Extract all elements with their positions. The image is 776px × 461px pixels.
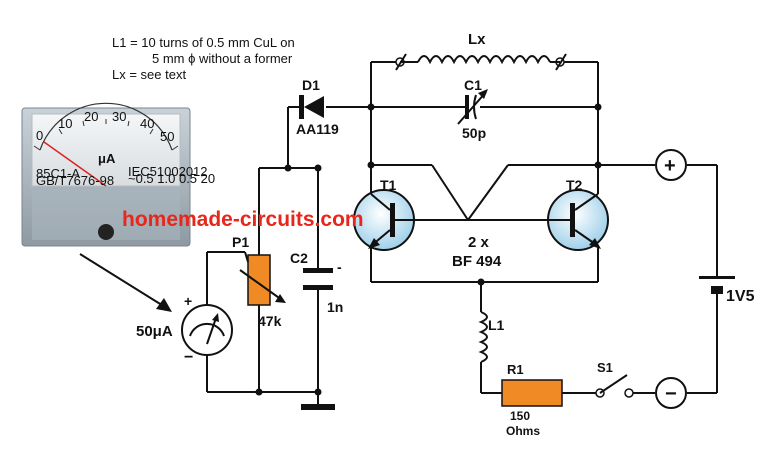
resistor-r1 bbox=[501, 379, 563, 407]
r1-label: R1 bbox=[507, 362, 524, 377]
positive-terminal: + bbox=[655, 149, 687, 181]
wires bbox=[206, 61, 718, 406]
t2-label: T2 bbox=[566, 177, 583, 193]
inductor-l1 bbox=[478, 311, 488, 363]
meter-photo: 0 10 20 30 40 50 μA 85C1-A GB/T7676-98 I… bbox=[21, 102, 215, 247]
inductor-lx bbox=[395, 53, 567, 71]
negative-terminal-sign: − bbox=[665, 383, 677, 405]
meter-small-text-2: GB/T7676-98 bbox=[36, 173, 114, 188]
meter-small-text-1: 85C1-A bbox=[36, 166, 80, 181]
l1-label: L1 bbox=[488, 317, 505, 333]
negative-terminal: − bbox=[655, 377, 687, 409]
c1-label: C1 bbox=[464, 77, 482, 93]
ground-symbol bbox=[301, 404, 335, 410]
s1-label: S1 bbox=[597, 360, 613, 375]
d1-label: D1 bbox=[302, 77, 320, 93]
positive-terminal-sign: + bbox=[664, 155, 676, 177]
battery-label: 1V5 bbox=[726, 288, 755, 305]
transistor-type: BF 494 bbox=[452, 253, 502, 270]
c2-minus: - bbox=[337, 259, 342, 275]
meter-minus: − bbox=[184, 349, 193, 366]
d1-value: AA119 bbox=[296, 121, 339, 137]
c1-value: 50p bbox=[462, 125, 486, 141]
switch-s1 bbox=[595, 374, 634, 398]
meter-scale-50: 50 bbox=[160, 129, 174, 144]
meter-scale-40: 40 bbox=[140, 116, 154, 131]
note-l1-line1: L1 = 10 turns of 0.5 mm CuL on bbox=[112, 35, 295, 50]
capacitor-c2 bbox=[303, 268, 333, 290]
watermark: homemade-circuits.com bbox=[122, 208, 364, 231]
meter-small-text-3: IEC51002012 bbox=[128, 164, 208, 179]
junction-dots bbox=[255, 103, 602, 396]
meter-scale-30: 30 bbox=[112, 109, 126, 124]
potentiometer-p1 bbox=[239, 251, 286, 306]
transistor-t2 bbox=[545, 165, 609, 251]
note-lx: Lx = see text bbox=[112, 67, 186, 82]
meter-zero-knob bbox=[98, 224, 114, 240]
lx-label: Lx bbox=[468, 31, 486, 48]
meter-small-text-4: ~0.5 1.0 0.5 20 bbox=[128, 171, 215, 186]
meter-plus: + bbox=[184, 293, 192, 309]
diode-d1 bbox=[299, 95, 324, 119]
meter-scale-20: 20 bbox=[84, 109, 98, 124]
r1-value-1: 150 bbox=[510, 409, 530, 423]
capacitor-c1 bbox=[457, 89, 488, 125]
meter-value: 50μA bbox=[136, 323, 173, 340]
battery bbox=[699, 276, 735, 294]
transistor-t1 bbox=[353, 165, 420, 251]
t1-label: T1 bbox=[380, 177, 397, 193]
meter-needle bbox=[43, 141, 107, 187]
meter-scale-0: 0 bbox=[36, 128, 43, 143]
pointer-arrowhead bbox=[156, 298, 172, 312]
pointer-arrow bbox=[79, 253, 166, 308]
p1-value: 47k bbox=[258, 313, 282, 329]
note-l1-line2: 5 mm ϕ without a former bbox=[152, 51, 293, 66]
meter-unit: μA bbox=[98, 151, 116, 166]
meter-scale-10: 10 bbox=[58, 116, 72, 131]
p1-label: P1 bbox=[232, 234, 249, 250]
c2-label: C2 bbox=[290, 250, 308, 266]
transistor-count: 2 x bbox=[468, 234, 490, 251]
meter-symbol bbox=[181, 304, 233, 356]
c2-value: 1n bbox=[327, 299, 343, 315]
r1-value-2: Ohms bbox=[506, 424, 540, 438]
